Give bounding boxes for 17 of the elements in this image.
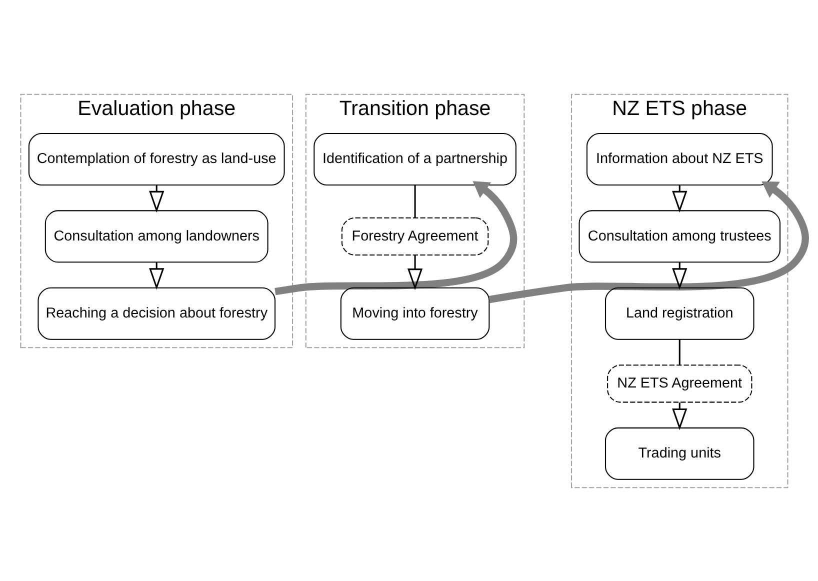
node-box: NZ ETS Agreement — [607, 364, 752, 402]
connector — [678, 339, 680, 364]
node-box: Consultation among trustees — [578, 210, 781, 262]
node-box: Consultation among landowners — [44, 210, 268, 262]
node-box: Forestry Agreement — [341, 216, 489, 255]
arrow — [274, 180, 518, 295]
connector — [414, 184, 416, 218]
node-box: Contemplation of forestry as land-use — [28, 132, 285, 185]
node-box: Reaching a decision about forestry — [38, 286, 276, 340]
node-box: Information about NZ ETS — [586, 132, 773, 185]
node-box: Moving into forestry — [340, 286, 490, 340]
arrow — [488, 180, 809, 303]
node-box: Trading units — [604, 426, 754, 480]
node-box: Land registration — [604, 286, 754, 340]
node-box: Identification of a partnership — [314, 132, 516, 185]
arrow — [672, 402, 688, 430]
arrow — [407, 254, 423, 290]
